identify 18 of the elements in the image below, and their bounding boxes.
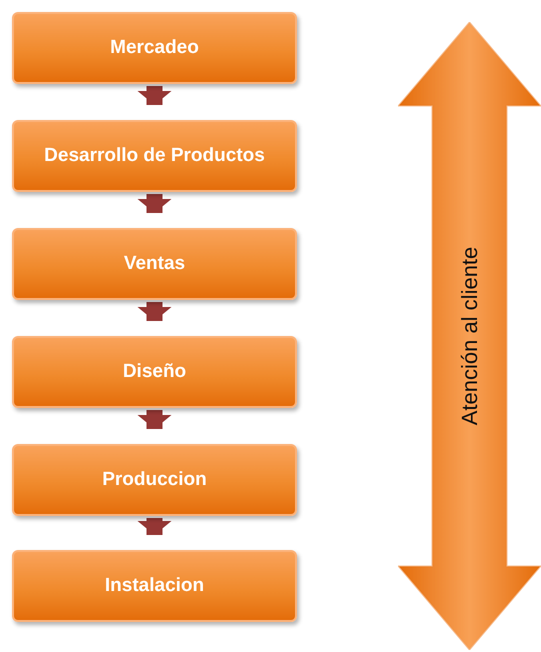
process-box bbox=[12, 12, 297, 84]
box-label: Instalacion bbox=[104, 575, 204, 597]
process-box bbox=[12, 444, 297, 516]
box-label: Desarrollo de Productos bbox=[44, 145, 265, 167]
block-arrow bbox=[138, 410, 172, 429]
box-label: Diseño bbox=[122, 361, 186, 383]
box-label: Produccion bbox=[102, 469, 207, 491]
block-arrow bbox=[138, 518, 172, 535]
block-arrow bbox=[138, 86, 172, 105]
process-box bbox=[12, 120, 297, 192]
arrow-label: Atención al cliente bbox=[456, 246, 482, 426]
process-box bbox=[12, 228, 297, 300]
block-arrow bbox=[138, 302, 172, 321]
process-box bbox=[12, 336, 297, 408]
box-label: Ventas bbox=[124, 253, 186, 275]
block-arrow bbox=[138, 194, 172, 213]
box-label: Mercadeo bbox=[110, 37, 199, 59]
process-box bbox=[12, 550, 297, 622]
